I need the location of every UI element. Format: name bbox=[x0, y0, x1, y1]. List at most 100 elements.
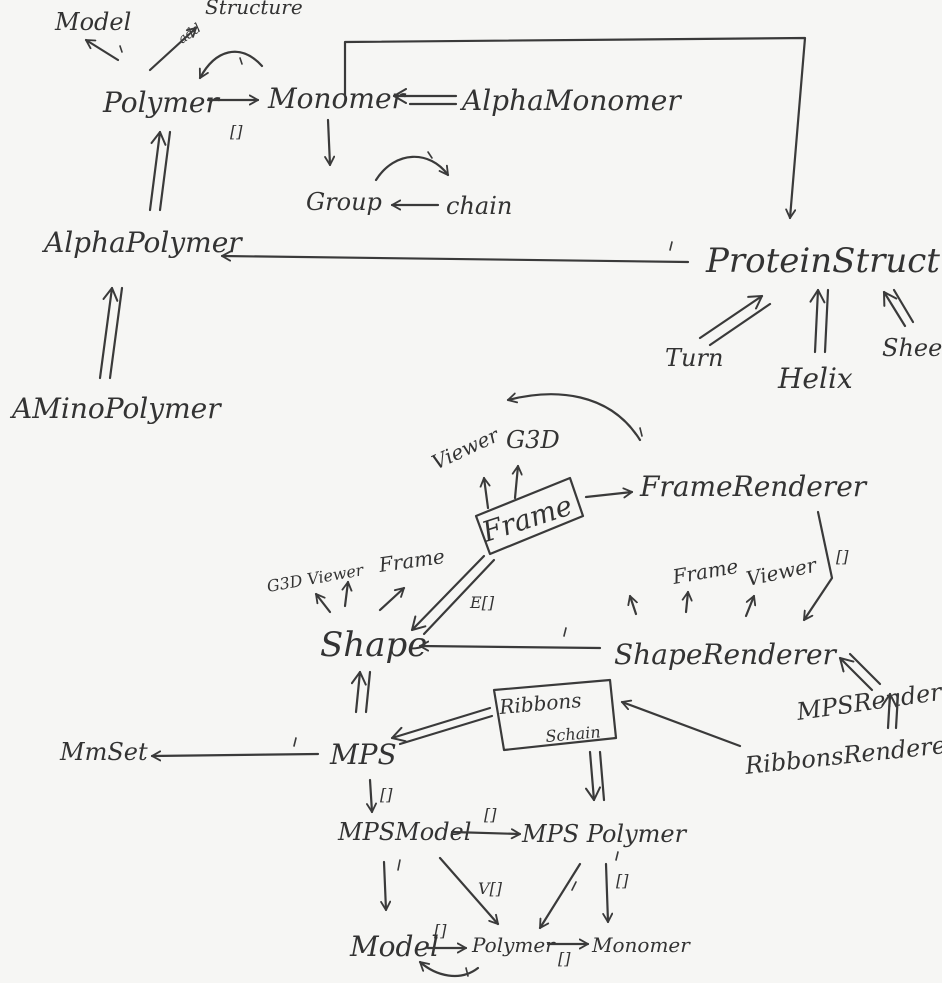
arrow-frame-to-frame-renderer bbox=[584, 487, 634, 499]
tick-mps-polymer-monomer bbox=[615, 851, 619, 861]
node-model-bottom: Model bbox=[349, 930, 439, 963]
arrow-mps-to-shape-line2 bbox=[364, 670, 372, 714]
tick-polymer-model-bottom bbox=[465, 967, 469, 977]
arrow-ribbons-renderer-to-mps-renderer bbox=[881, 692, 898, 730]
node-frame-renderer: FrameRenderer bbox=[639, 470, 868, 503]
arrow-mps-model-to-mps-polymer bbox=[450, 828, 522, 840]
arrow-mps-model-to-polymer bbox=[438, 856, 500, 926]
arrow-helix-to-protein-structure-line2 bbox=[823, 288, 830, 354]
arrow-sheet-to-protein-structure bbox=[882, 290, 907, 328]
arrow-alpha-polymer-to-polymer-line2 bbox=[158, 130, 172, 212]
node-ribbons-line2: Schain bbox=[545, 722, 602, 746]
arrow-shape-renderer-to-viewer-right bbox=[744, 594, 757, 618]
node-alpha-polymer: AlphaPolymer bbox=[41, 226, 243, 259]
node-mmset: MmSet bbox=[59, 738, 148, 766]
arrow-mps-polymer-to-monomer bbox=[602, 862, 614, 924]
arrow-frame-to-viewer bbox=[479, 476, 491, 510]
node-polymer: Polymer bbox=[102, 86, 220, 119]
node-group: Group bbox=[306, 188, 382, 216]
arrow-shape-to-g3d-viewer bbox=[314, 592, 332, 614]
arrow-frame-to-shape bbox=[410, 554, 486, 632]
arrow-group-to-chain-curve bbox=[374, 155, 450, 182]
mark-array-polymer-monomer-end: [] bbox=[558, 949, 571, 968]
arrow-mps-to-mmset bbox=[150, 750, 320, 762]
arrow-ribbons-to-mps-line2 bbox=[398, 714, 494, 746]
arrow-mps-model-to-model bbox=[380, 860, 392, 912]
arrow-ribbons-to-mps-polymer bbox=[585, 750, 601, 802]
frame-box-outline bbox=[474, 476, 585, 556]
arrow-shape-to-frame-mid bbox=[378, 586, 406, 612]
arrow-ribbons-renderer-to-mps-renderer-line2 bbox=[894, 692, 900, 730]
node-monomer-bottom: Monomer bbox=[591, 933, 691, 957]
node-g3d-viewer: G3D Viewer bbox=[265, 560, 366, 596]
node-protein-structure: ProteinStructure bbox=[705, 241, 942, 281]
node-viewer-right: Viewer bbox=[744, 552, 820, 591]
node-alpha-monomer: AlphaMonomer bbox=[459, 84, 682, 117]
arrow-shape-renderer-up-left bbox=[627, 594, 638, 616]
node-mps-model: MPSModel bbox=[337, 818, 471, 846]
node-viewer-top: Viewer bbox=[428, 422, 504, 474]
arrow-protein-structure-to-alpha-polymer bbox=[220, 250, 690, 264]
node-frame-mid: Frame bbox=[376, 544, 446, 577]
node-helix: Helix bbox=[777, 362, 853, 395]
mark-array-model-polymer-bottom: [] bbox=[434, 921, 447, 940]
node-polymer-bottom: Polymer bbox=[471, 933, 556, 957]
arrow-monomer-to-protein-structure bbox=[343, 36, 807, 220]
node-structure-top: Structure bbox=[205, 0, 303, 19]
arrow-turn-to-protein-structure-line2 bbox=[708, 302, 772, 347]
tick-curve bbox=[239, 57, 243, 65]
tick-shape-renderer-shape bbox=[563, 627, 567, 637]
node-monomer: Monomer bbox=[267, 82, 407, 115]
arrow-polymer-to-structure bbox=[148, 26, 198, 72]
arrow-mps-to-mps-model bbox=[365, 778, 377, 814]
mark-array-mps-model: [] bbox=[380, 785, 393, 804]
node-shape: Shape bbox=[320, 625, 427, 665]
mark-e-array: E[] bbox=[469, 593, 495, 612]
node-turn: Turn bbox=[665, 344, 723, 372]
arrow-frame-renderer-to-g3d-curve bbox=[506, 392, 642, 442]
arrow-shape-to-viewer-mid bbox=[341, 580, 353, 608]
arrow-frame-renderer-to-shape-renderer bbox=[802, 510, 834, 622]
arrow-mps-to-shape bbox=[350, 670, 367, 714]
arrow-helix-to-protein-structure bbox=[809, 288, 826, 354]
mark-array-polymer-monomer: [] bbox=[230, 122, 243, 141]
arrow-amino-polymer-to-alpha-polymer-line2 bbox=[108, 286, 124, 380]
arrow-frame-to-shape-line2 bbox=[422, 558, 496, 636]
arrow-ribbons-renderer-to-ribbons bbox=[620, 699, 742, 748]
arrow-mps-polymer-to-polymer bbox=[538, 862, 582, 930]
node-ribbons-line1: Ribbons bbox=[497, 688, 582, 719]
arrow-shape-renderer-to-shape bbox=[418, 640, 602, 652]
node-frame-right: Frame bbox=[670, 554, 740, 589]
tick-mps-model-model bbox=[397, 859, 401, 871]
arrow-ribbons-to-mps-polymer-line2 bbox=[598, 750, 606, 802]
node-mps-polymer: MPS Polymer bbox=[521, 820, 688, 848]
node-g3d-top: G3D bbox=[506, 426, 560, 454]
arrow-monomer-to-polymer-curve bbox=[198, 50, 264, 80]
arrow-mps-renderer-to-shape-renderer bbox=[838, 656, 874, 692]
node-sheet: Sheet bbox=[882, 334, 942, 362]
tick-group-chain bbox=[427, 151, 433, 159]
arrow-amino-polymer-to-alpha-polymer bbox=[98, 286, 119, 380]
tick-polymer-model bbox=[119, 45, 123, 53]
node-amino-polymer: AMinoPolymer bbox=[9, 392, 222, 425]
mark-v-array: V[] bbox=[478, 879, 503, 898]
arrow-monomer-to-group bbox=[324, 118, 336, 167]
arrow-shape-renderer-to-frame-right bbox=[681, 590, 693, 614]
arrow-frame-to-g3d bbox=[511, 464, 523, 500]
tick-mps-polymer-polymer bbox=[571, 881, 577, 891]
node-mps: MPS bbox=[329, 738, 397, 771]
tick-mps-mmset bbox=[293, 737, 297, 747]
ribbons-box-outline bbox=[492, 678, 618, 752]
arrow-mps-renderer-to-shape-renderer-line2 bbox=[848, 652, 882, 686]
arrow-ribbons-to-mps bbox=[390, 706, 492, 743]
mark-array-polymer-monomer-bottom: [] bbox=[616, 871, 629, 890]
arrow-polymer-to-model-bottom-curve bbox=[418, 960, 480, 977]
arrow-polymer-to-model bbox=[84, 38, 120, 62]
node-shape-renderer: ShapeRenderer bbox=[614, 638, 838, 671]
arrow-turn-to-protein-structure bbox=[698, 294, 764, 340]
node-model-top: Model bbox=[54, 8, 131, 36]
mark-array-frame-renderer: [] bbox=[836, 547, 849, 566]
tick-frame-renderer bbox=[639, 427, 643, 437]
